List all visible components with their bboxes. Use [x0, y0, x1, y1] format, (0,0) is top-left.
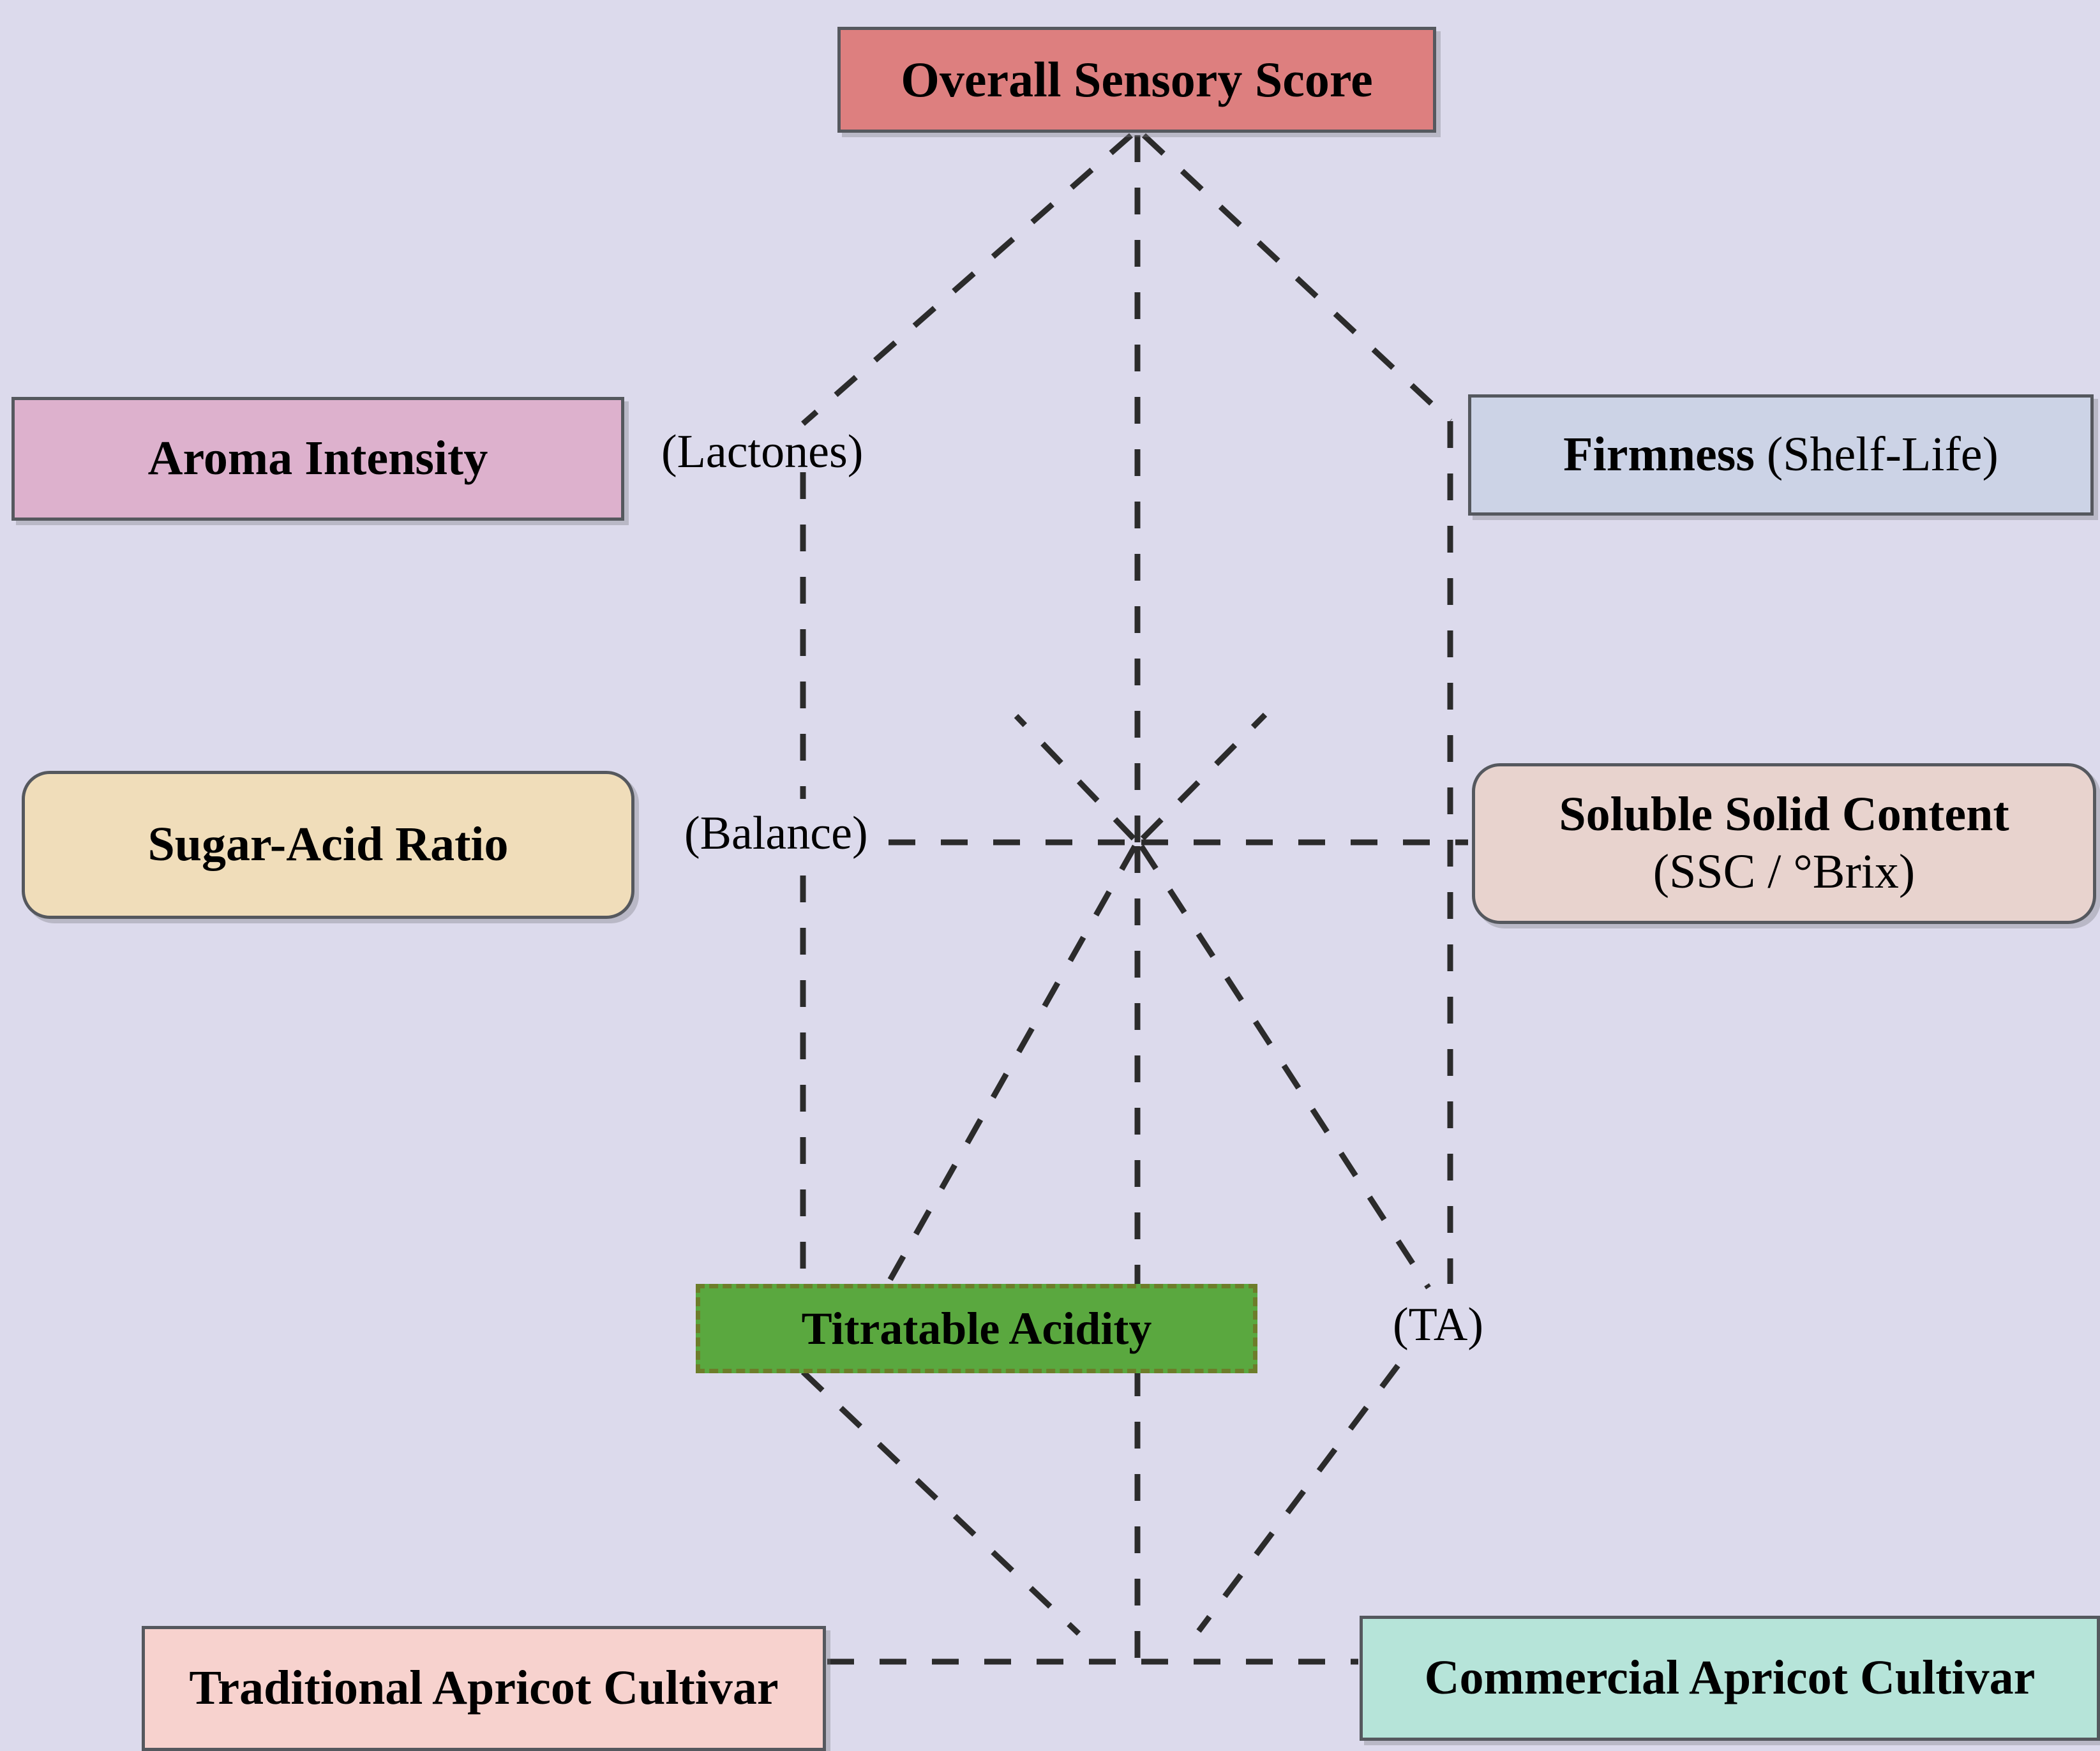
edge-overall-ta [1141, 133, 1453, 424]
edge-hub-lactones-up [1014, 713, 1136, 841]
edge-hub-upright [1140, 712, 1268, 841]
node-ssc-text: Soluble Solid Content (SSC / °Brix) [1559, 786, 2009, 900]
node-sugar-acid-ratio[interactable]: Sugar-Acid Ratio [22, 771, 634, 919]
node-ssc-label: Soluble Solid Content [1559, 787, 2009, 842]
edge-label-ta: (TA) [1393, 1299, 1484, 1351]
edge-ta-commercial [1196, 1364, 1400, 1633]
edge-label-lactones: (Lactones) [661, 426, 864, 478]
node-ssc-sub: (SSC / °Brix) [1653, 845, 1916, 898]
node-commercial-apricot-cultivar[interactable]: Commercial Apricot Cultivar [1360, 1616, 2100, 1741]
node-overall-sensory-score[interactable]: Overall Sensory Score [837, 27, 1436, 133]
edge-hub-ta-right [1139, 844, 1431, 1290]
node-firmness-label: Firmness [1563, 428, 1755, 482]
node-firmness[interactable]: Firmness (Shelf-Life) [1468, 394, 2094, 516]
node-sugar-acid-label: Sugar-Acid Ratio [147, 817, 509, 872]
node-traditional-apricot-cultivar[interactable]: Traditional Apricot Cultivar [142, 1626, 826, 1751]
node-titratable-acidity-label: Titratable Acidity [801, 1302, 1152, 1354]
node-traditional-label: Traditional Apricot Cultivar [189, 1661, 779, 1715]
node-aroma-intensity[interactable]: Aroma Intensity [11, 397, 624, 521]
edge-ta-traditional [800, 1369, 1081, 1636]
node-firmness-text: Firmness (Shelf-Life) [1563, 426, 1999, 484]
node-titratable-acidity[interactable]: Titratable Acidity [696, 1284, 1257, 1373]
edge-label-balance: (Balance) [684, 807, 868, 860]
edge-overall-lactones [801, 133, 1133, 426]
node-aroma-label: Aroma Intensity [147, 431, 488, 486]
edge-hub-ta-left [886, 844, 1137, 1285]
node-overall-label: Overall Sensory Score [901, 51, 1373, 107]
node-soluble-solid-content[interactable]: Soluble Solid Content (SSC / °Brix) [1472, 763, 2096, 924]
node-firmness-sub: (Shelf-Life) [1754, 428, 1999, 482]
node-commercial-label: Commercial Apricot Cultivar [1424, 1651, 2036, 1705]
